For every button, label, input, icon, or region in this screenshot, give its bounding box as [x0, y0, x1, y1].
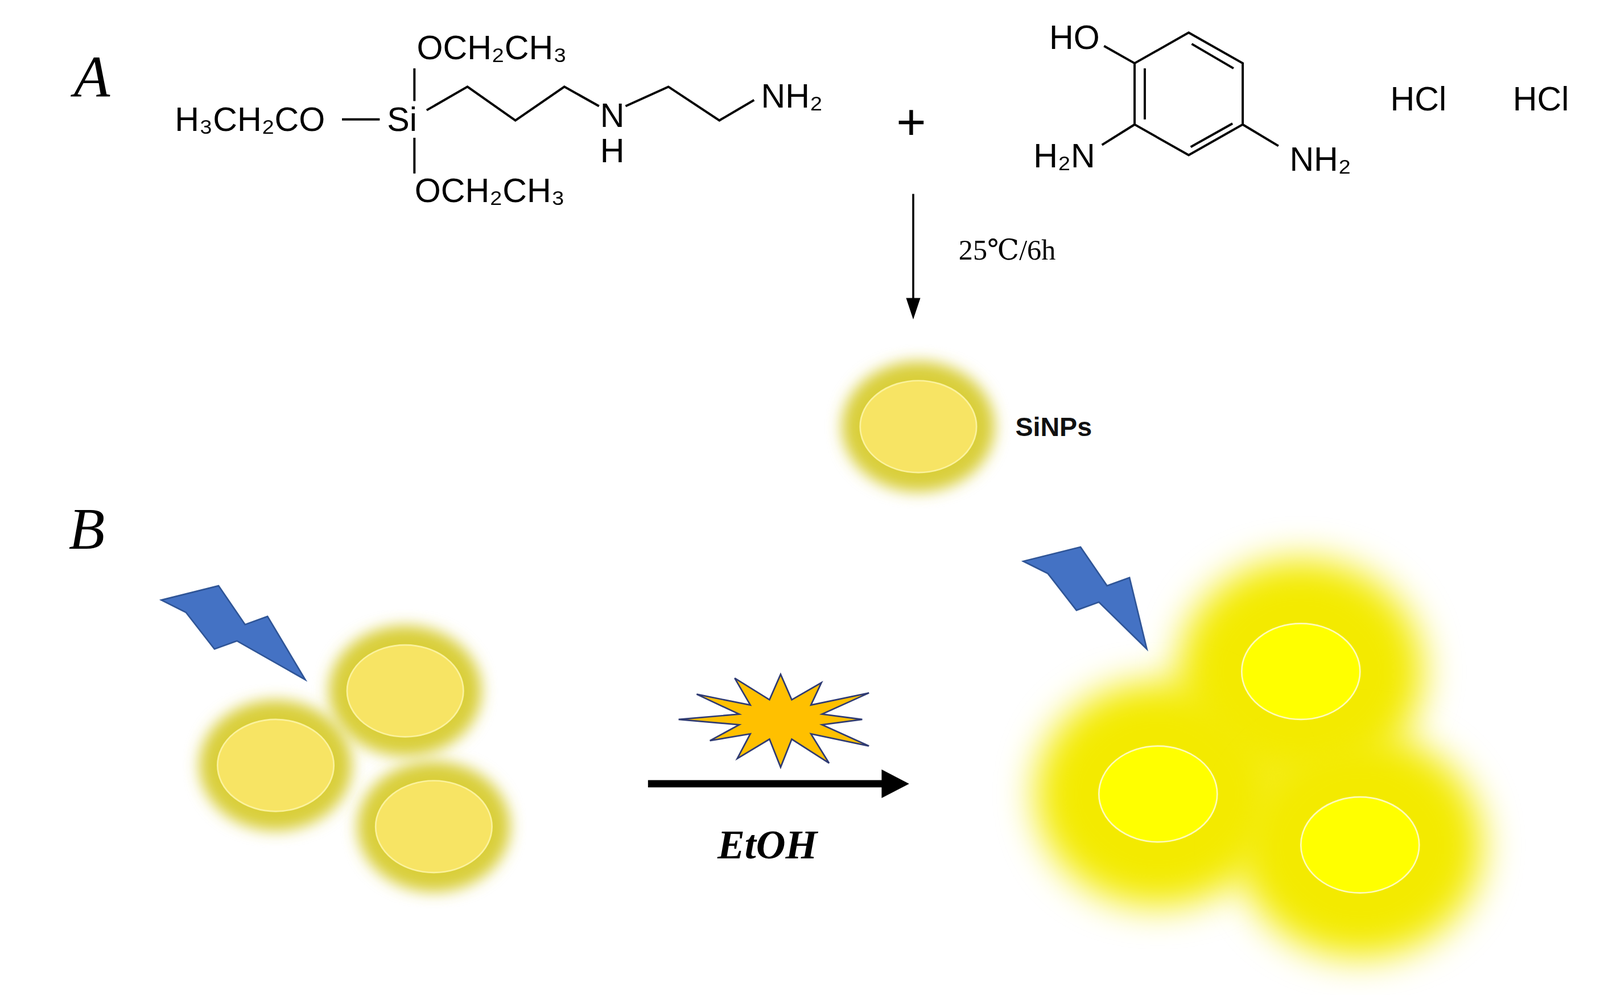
panel-letter: A [73, 46, 111, 106]
particle-core [375, 780, 492, 873]
plus-sign: + [896, 96, 926, 148]
particle-glow [328, 625, 482, 756]
sinp-particle [842, 361, 996, 492]
particle-glow [1237, 732, 1483, 957]
atom-label: H [600, 134, 625, 168]
chem-group: H₃CH₂CO [174, 102, 325, 136]
particle-core [1300, 796, 1420, 893]
lightning-bolts [161, 546, 1148, 680]
chem-salt: HCl [1390, 81, 1447, 116]
atom-label: N [600, 98, 625, 133]
atom-label: Si [386, 102, 418, 136]
particle-core [217, 719, 334, 811]
panel-letter: B [68, 499, 106, 559]
node-label: SiNPs [1015, 413, 1092, 440]
chem-group: OCH₂CH₃ [416, 31, 567, 65]
particle-glow [357, 760, 511, 892]
particle-core [1241, 623, 1360, 720]
chem-group: H₂N [1033, 139, 1095, 173]
dim-particles [199, 625, 511, 892]
nanoparticle-node: SiNPs [860, 380, 977, 473]
particle-core [1098, 745, 1218, 843]
reaction-arrow-down [905, 194, 921, 320]
chem-group: NH₂ [1289, 142, 1351, 176]
chem-group: NH₂ [760, 79, 823, 113]
solvent-label: EtOH [717, 824, 818, 866]
particle-glow [199, 699, 353, 831]
chem-salt: HCl [1512, 81, 1570, 116]
bright-particles [1035, 558, 1483, 957]
particle-core [347, 644, 464, 737]
chem-group: HO [1049, 21, 1100, 55]
chem-group: OCH₂CH₃ [414, 174, 566, 208]
process-arrow [648, 674, 910, 798]
reaction-condition: 25℃/6h [958, 235, 1057, 265]
energy-star [678, 674, 870, 767]
